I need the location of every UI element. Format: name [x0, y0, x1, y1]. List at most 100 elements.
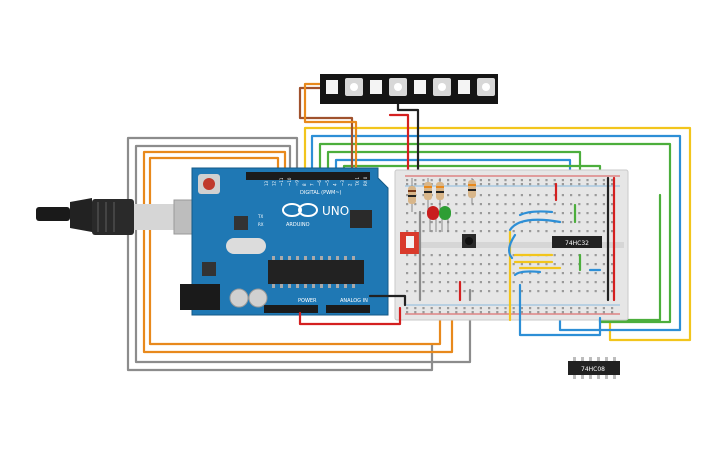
- breadboard-hole: [504, 311, 507, 314]
- breadboard-hole: [496, 254, 499, 257]
- led-red[interactable]: [427, 206, 439, 232]
- pin-label: ~9: [294, 180, 299, 186]
- breadboard-hole: [422, 254, 425, 257]
- breadboard-hole: [455, 212, 458, 215]
- resistor[interactable]: [408, 178, 416, 212]
- breadboard-hole: [570, 179, 573, 182]
- arduino-uno-board[interactable]: ARDUINO UNO DIGITAL (PWM~) POWER ANALOG …: [180, 167, 389, 316]
- breadboard-hole: [430, 311, 433, 314]
- breadboard-hole: [406, 307, 409, 310]
- breadboard-hole: [414, 281, 417, 284]
- breadboard-hole: [430, 221, 433, 224]
- chip-74hc32[interactable]: 74HC32: [552, 236, 602, 248]
- breadboard-hole: [504, 290, 507, 293]
- breadboard-hole: [414, 203, 417, 206]
- breadboard-hole: [545, 230, 548, 233]
- breadboard-hole: [406, 281, 409, 284]
- usb-cable-icon: [36, 198, 211, 235]
- breadboard-hole: [463, 272, 466, 275]
- breadboard-hole: [447, 263, 450, 266]
- breadboard-hole: [594, 203, 597, 206]
- breadboard-hole: [422, 307, 425, 310]
- breadboard-hole: [504, 212, 507, 215]
- breadboard-hole: [479, 183, 482, 186]
- breadboard-hole: [520, 263, 523, 266]
- power-jack[interactable]: [180, 284, 220, 310]
- breadboard-hole: [611, 203, 614, 206]
- resistor[interactable]: [468, 178, 476, 204]
- breadboard-hole: [422, 311, 425, 314]
- breadboard-hole: [545, 281, 548, 284]
- breadboard-hole: [570, 194, 573, 197]
- breadboard-hole: [561, 230, 564, 233]
- pin-label: ~5: [325, 180, 330, 186]
- breadboard-hole: [561, 221, 564, 224]
- breadboard-hole: [520, 194, 523, 197]
- breadboard-hole: [520, 203, 523, 206]
- breadboard-hole: [422, 263, 425, 266]
- led-strip-icon[interactable]: [320, 74, 498, 104]
- breadboard-hole: [406, 311, 409, 314]
- breadboard-hole: [553, 281, 556, 284]
- breadboard-hole: [570, 307, 573, 310]
- breadboard-hole: [602, 263, 605, 266]
- breadboard-hole: [438, 221, 441, 224]
- power-header[interactable]: [264, 305, 318, 313]
- breadboard-hole: [529, 272, 532, 275]
- pin-label: ~10: [287, 177, 292, 186]
- breadboard-hole: [488, 230, 491, 233]
- breadboard-hole: [496, 272, 499, 275]
- breadboard-hole: [479, 307, 482, 310]
- breadboard-hole: [455, 263, 458, 266]
- breadboard-hole: [520, 290, 523, 293]
- chip-74hc08[interactable]: 74HC08: [568, 357, 620, 379]
- breadboard-hole: [422, 281, 425, 284]
- pin-label: RX 0: [363, 176, 368, 186]
- pushbutton-icon[interactable]: [462, 234, 476, 248]
- resistor[interactable]: [424, 178, 432, 212]
- resistor[interactable]: [436, 178, 444, 212]
- breadboard-hole: [479, 230, 482, 233]
- breadboard-hole: [545, 311, 548, 314]
- breadboard-hole: [602, 179, 605, 182]
- breadboard-hole: [586, 194, 589, 197]
- breadboard-hole: [438, 272, 441, 275]
- dip-switch-icon[interactable]: [400, 232, 420, 254]
- breadboard-hole: [463, 311, 466, 314]
- breadboard-hole: [479, 221, 482, 224]
- breadboard-hole: [455, 311, 458, 314]
- breadboard-hole: [488, 203, 491, 206]
- breadboard-hole: [553, 203, 556, 206]
- analog-header[interactable]: [326, 305, 370, 313]
- breadboard-hole: [586, 307, 589, 310]
- breadboard-hole: [455, 183, 458, 186]
- breadboard-hole: [545, 221, 548, 224]
- breadboard-hole: [512, 263, 515, 266]
- breadboard-hole: [578, 230, 581, 233]
- breadboard-hole: [578, 221, 581, 224]
- breadboard[interactable]: [394, 169, 629, 321]
- breadboard-hole: [488, 311, 491, 314]
- breadboard-hole: [611, 311, 614, 314]
- breadboard-hole: [570, 254, 573, 257]
- breadboard-hole: [602, 272, 605, 275]
- breadboard-hole: [545, 307, 548, 310]
- breadboard-hole: [611, 263, 614, 266]
- breadboard-hole: [422, 194, 425, 197]
- breadboard-hole: [512, 290, 515, 293]
- breadboard-hole: [578, 272, 581, 275]
- breadboard-hole: [496, 230, 499, 233]
- breadboard-hole: [430, 230, 433, 233]
- breadboard-hole: [479, 254, 482, 257]
- breadboard-hole: [561, 272, 564, 275]
- digital-header[interactable]: [246, 172, 370, 180]
- led-green[interactable]: [439, 206, 451, 232]
- breadboard-hole: [561, 194, 564, 197]
- breadboard-hole: [438, 254, 441, 257]
- arduino-logo-text: ARDUINO: [286, 222, 310, 228]
- breadboard-hole: [520, 311, 523, 314]
- breadboard-hole: [488, 272, 491, 275]
- rx-label: RX: [258, 222, 264, 227]
- digital-label: DIGITAL (PWM~): [300, 190, 342, 196]
